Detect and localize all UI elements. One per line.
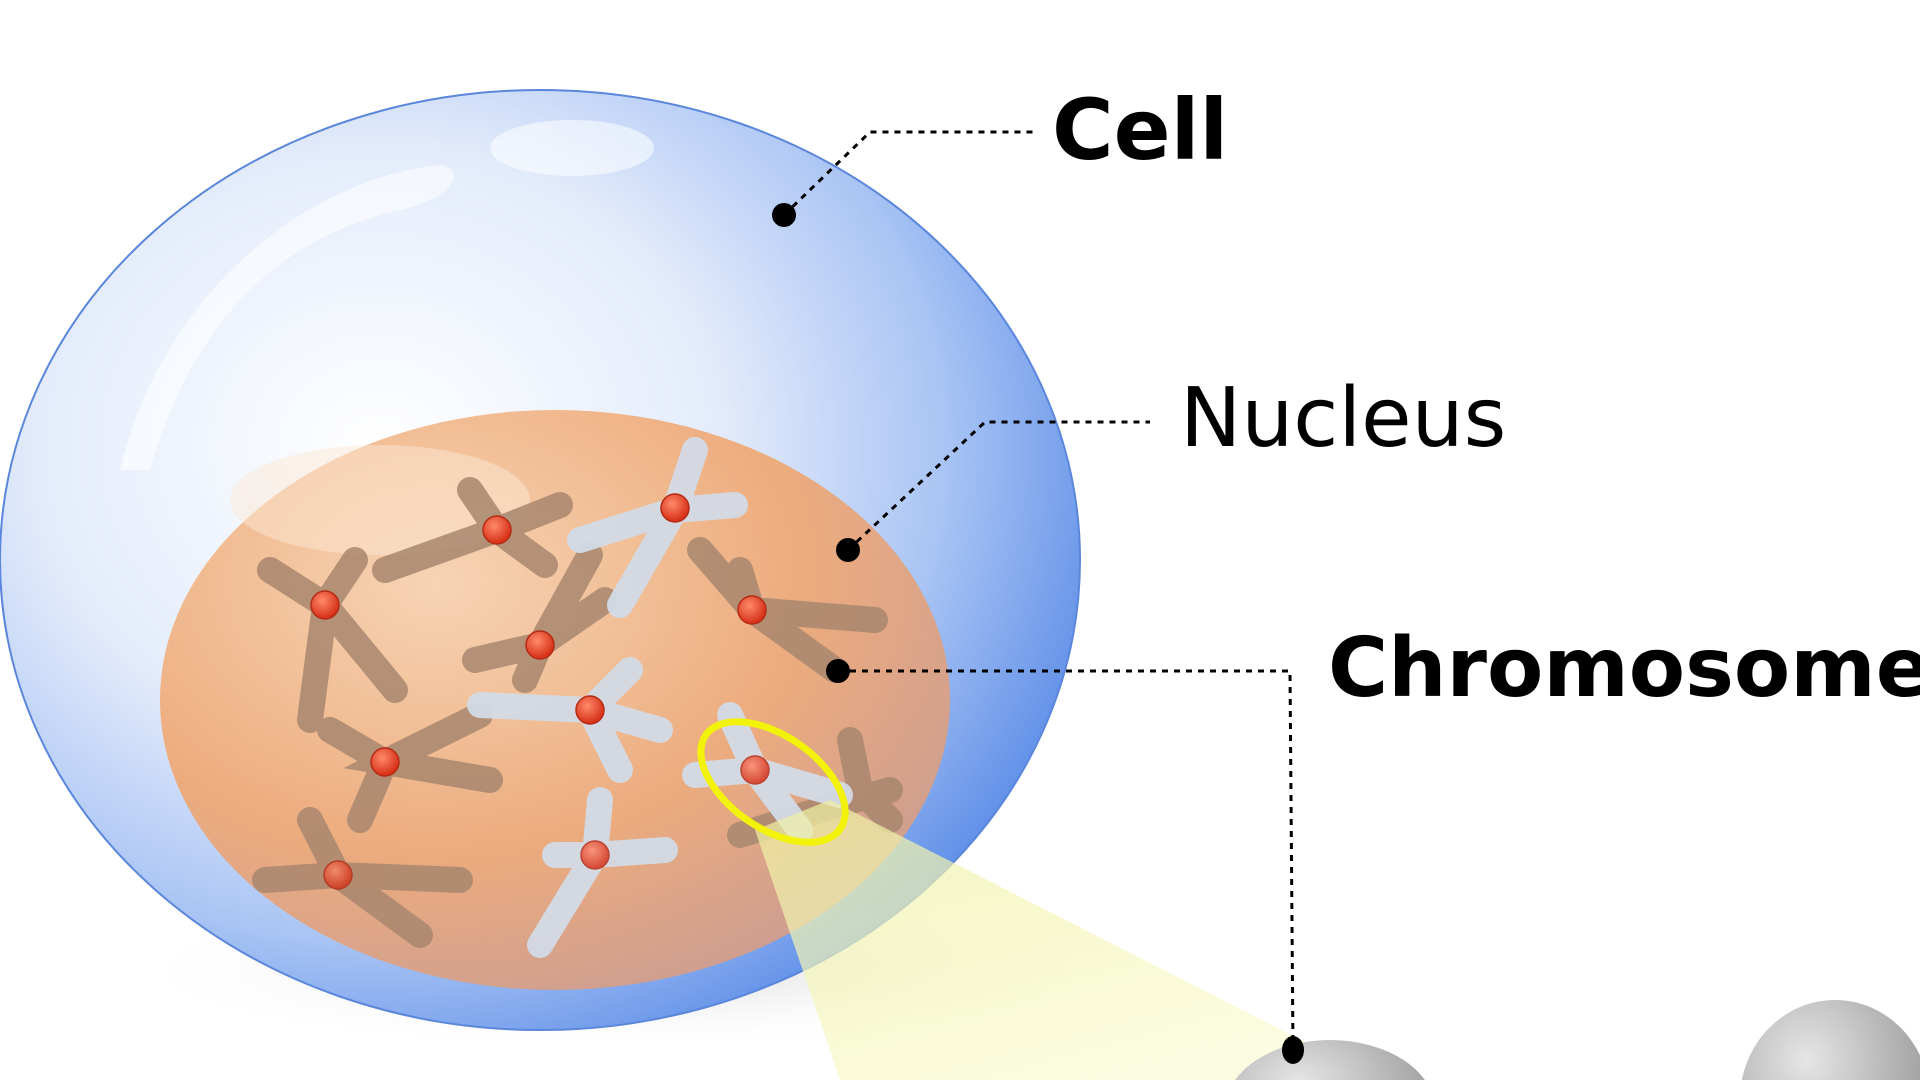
chromosome-pointer-dot — [826, 659, 850, 683]
zoom-pointer-dot — [1282, 1036, 1304, 1064]
leader-dots — [772, 203, 1304, 1064]
cell-leader-line — [782, 130, 1035, 217]
nucleus-pointer-dot — [836, 538, 860, 562]
cell-label: Cell — [1052, 81, 1229, 179]
cell-pointer-dot — [772, 203, 796, 227]
nucleus-leader-line — [846, 420, 1150, 552]
chromosome-zoom-blob-right — [1741, 1000, 1920, 1080]
chromosomes — [252, 437, 903, 958]
leader-lines — [782, 130, 1295, 1051]
highlight-ring — [697, 718, 849, 846]
nucleus-label: Nucleus — [1180, 371, 1507, 466]
chromosome-label: Chromosome — [1328, 621, 1920, 716]
magnification-beam — [755, 800, 1380, 1080]
